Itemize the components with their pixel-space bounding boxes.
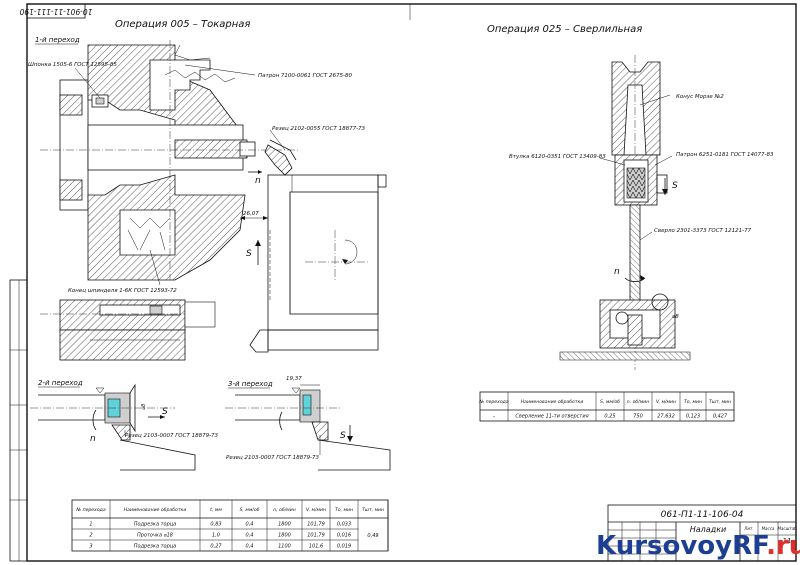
callout-cutter2: Резец 2103-0007 ГОСТ 18879-73 [125, 433, 219, 439]
lathe_table-cell: 2 [89, 533, 92, 539]
lathe-tsht-total: 0,49 [367, 533, 378, 539]
lathe_table-header-5: V, м/мин [306, 507, 326, 513]
lathe_table-cell: 1,0 [212, 533, 220, 539]
lathe_table-cell: 1 [89, 522, 92, 528]
title-col-mass: Масса [762, 526, 775, 531]
lathe_table-cell: 0,016 [337, 533, 351, 539]
drill_table-cell: 0,427 [713, 414, 728, 420]
callout-cutter1: Резец 2102-0055 ГОСТ 18877-73 [272, 126, 366, 132]
lathe-table: № перехода Наименование обработки t, мм S, … [71, 499, 389, 552]
lathe_table-cell: 3 [89, 544, 92, 550]
lathe_table-cell: 0,4 [246, 533, 254, 539]
lathe_table-header-2: t, мм [210, 507, 222, 513]
dim-d8-b: ⌀8 [672, 314, 679, 320]
drill_table-cell: - [493, 414, 495, 420]
watermark-logo: KursovoyRF.ru [596, 531, 800, 561]
title-col-scale: Масштаб [777, 526, 797, 531]
lathe_table-header-0: № перехода [75, 507, 106, 513]
lathe-chuck-assembly: n [40, 40, 300, 281]
sheet-frame [9, 3, 797, 562]
dim-d8-a: ⌀8 [141, 404, 147, 410]
motion-n-1: n [255, 176, 261, 186]
drill_table-header-5: Tо, мин [684, 399, 702, 405]
dim-19: 19,37 [286, 376, 302, 382]
motion-s-3: S [340, 431, 346, 441]
lathe_table-header-6: Tо, мин [335, 507, 353, 513]
drilling-assembly: S n ⌀8 [559, 55, 691, 370]
drill_table-cell: 750 [633, 414, 643, 420]
lathe_table-header-3: S, мм/об [240, 507, 260, 513]
motion-n-2: n [90, 434, 96, 444]
step3-label: 3-й переход [228, 380, 273, 388]
lathe_table-cell: 101,79 [307, 533, 325, 539]
dim-26: 26,07 [243, 211, 259, 217]
lathe_table-cell: 0,019 [337, 544, 351, 550]
drill_table-cell: 27,632 [657, 414, 675, 420]
motion-s-drill: S [672, 181, 678, 191]
lathe_table-cell: Подрезка торца [134, 544, 176, 550]
lathe_table-cell: 0,033 [337, 522, 351, 528]
step3-sketch: 19,37 S [225, 376, 391, 471]
drill-table: № перехода Наименование обработки S, мм/об… [478, 391, 735, 422]
callout-drill-chuck: Патрон 6251-0181 ГОСТ 14077-83 [676, 152, 774, 158]
lathe_table-cell: 0,27 [210, 544, 222, 550]
lathe_table-cell: 101,79 [307, 522, 325, 528]
svg-text:KursovoyRF.ru: KursovoyRF.ru [596, 531, 800, 561]
operation-drill-title: Операция 025 – Сверлильная [487, 24, 642, 35]
title-block: 061-П1-11-106-04 Наладки Лит. Масса Масш… [607, 504, 797, 562]
drill_table-header-4: V, м/мин [656, 399, 676, 405]
cutter-1 [264, 139, 297, 176]
callouts: Шпонка 1505-6 ГОСТ 12595-85 Патрон 7100-… [28, 62, 774, 461]
lathe_table-cell: 1800 [278, 533, 291, 539]
callout-chuck: Патрон 7100-0061 ГОСТ 2675-80 [258, 73, 352, 79]
lathe_table-header-1: Наименование обработки [124, 507, 187, 513]
title-doc-code: 061-П1-11-106-04 [661, 510, 744, 520]
lathe_table-cell: 1800 [278, 522, 291, 528]
drill_table-header-0: № перехода [478, 399, 509, 405]
lathe_table-cell: 101,6 [309, 544, 323, 550]
tool-post: S 26,07 [240, 174, 387, 353]
callout-sleeve: Втулка 6120-0351 ГОСТ 13409-83 [509, 154, 606, 160]
lathe_table-cell: 0,83 [210, 522, 221, 528]
lathe_table-header-7: Tшт, мин [362, 507, 384, 513]
callout-spindle: Конец шпинделя 1-6К ГОСТ 12593-72 [68, 288, 177, 294]
spindle-detail [40, 299, 216, 361]
step2-label: 2-й переход [38, 379, 83, 387]
lathe_table-header-4: n, об/мин [273, 507, 295, 513]
lathe_table-cell: 0,4 [246, 522, 254, 528]
drill_table-header-3: n, об/мин [627, 399, 649, 405]
title-col-lit: Лит. [743, 526, 753, 531]
motion-n-drill: n [614, 267, 620, 277]
callout-cutter3: Резец 2103-0007 ГОСТ 18879-73 [226, 455, 320, 461]
watermark-tld: .ru [766, 531, 800, 561]
callout-key: Шпонка 1505-6 ГОСТ 12595-85 [28, 62, 117, 68]
step1-label: 1-й переход [35, 36, 80, 44]
callout-morse: Конус Морзе №2 [676, 94, 724, 100]
lathe_table-cell: Подрезка торца [134, 522, 176, 528]
watermark-main: KursovoyRF [596, 531, 768, 561]
operation-lathe-title: Операция 005 – Токарная [115, 19, 250, 30]
callout-drill: Сверло 2301-3373 ГОСТ 12121-77 [654, 228, 752, 234]
lathe_table-cell: 0,4 [246, 544, 254, 550]
drill_table-header-1: Наименование обработки [521, 399, 584, 405]
drill_table-header-2: S, мм/об [600, 399, 620, 405]
motion-s-2: S [162, 407, 168, 417]
motion-s-1: S [246, 249, 252, 259]
designation-rotated: 10-901-11-111-190 [19, 7, 92, 16]
drill_table-cell: Сверление 11-ти отверстия [515, 414, 588, 420]
lathe_table-cell: Проточка ⌀18 [137, 533, 173, 539]
step2-sketch: S n ⌀8 [30, 383, 196, 471]
title-name: Наладки [690, 525, 727, 534]
drill_table-cell: 0,25 [604, 414, 615, 420]
lathe_table-cell: 1100 [278, 544, 291, 550]
title-sheet-num: 11 [783, 537, 792, 545]
drill_table-header-6: Tшт, мин [709, 399, 731, 405]
drill_table-cell: 0,123 [686, 414, 700, 420]
